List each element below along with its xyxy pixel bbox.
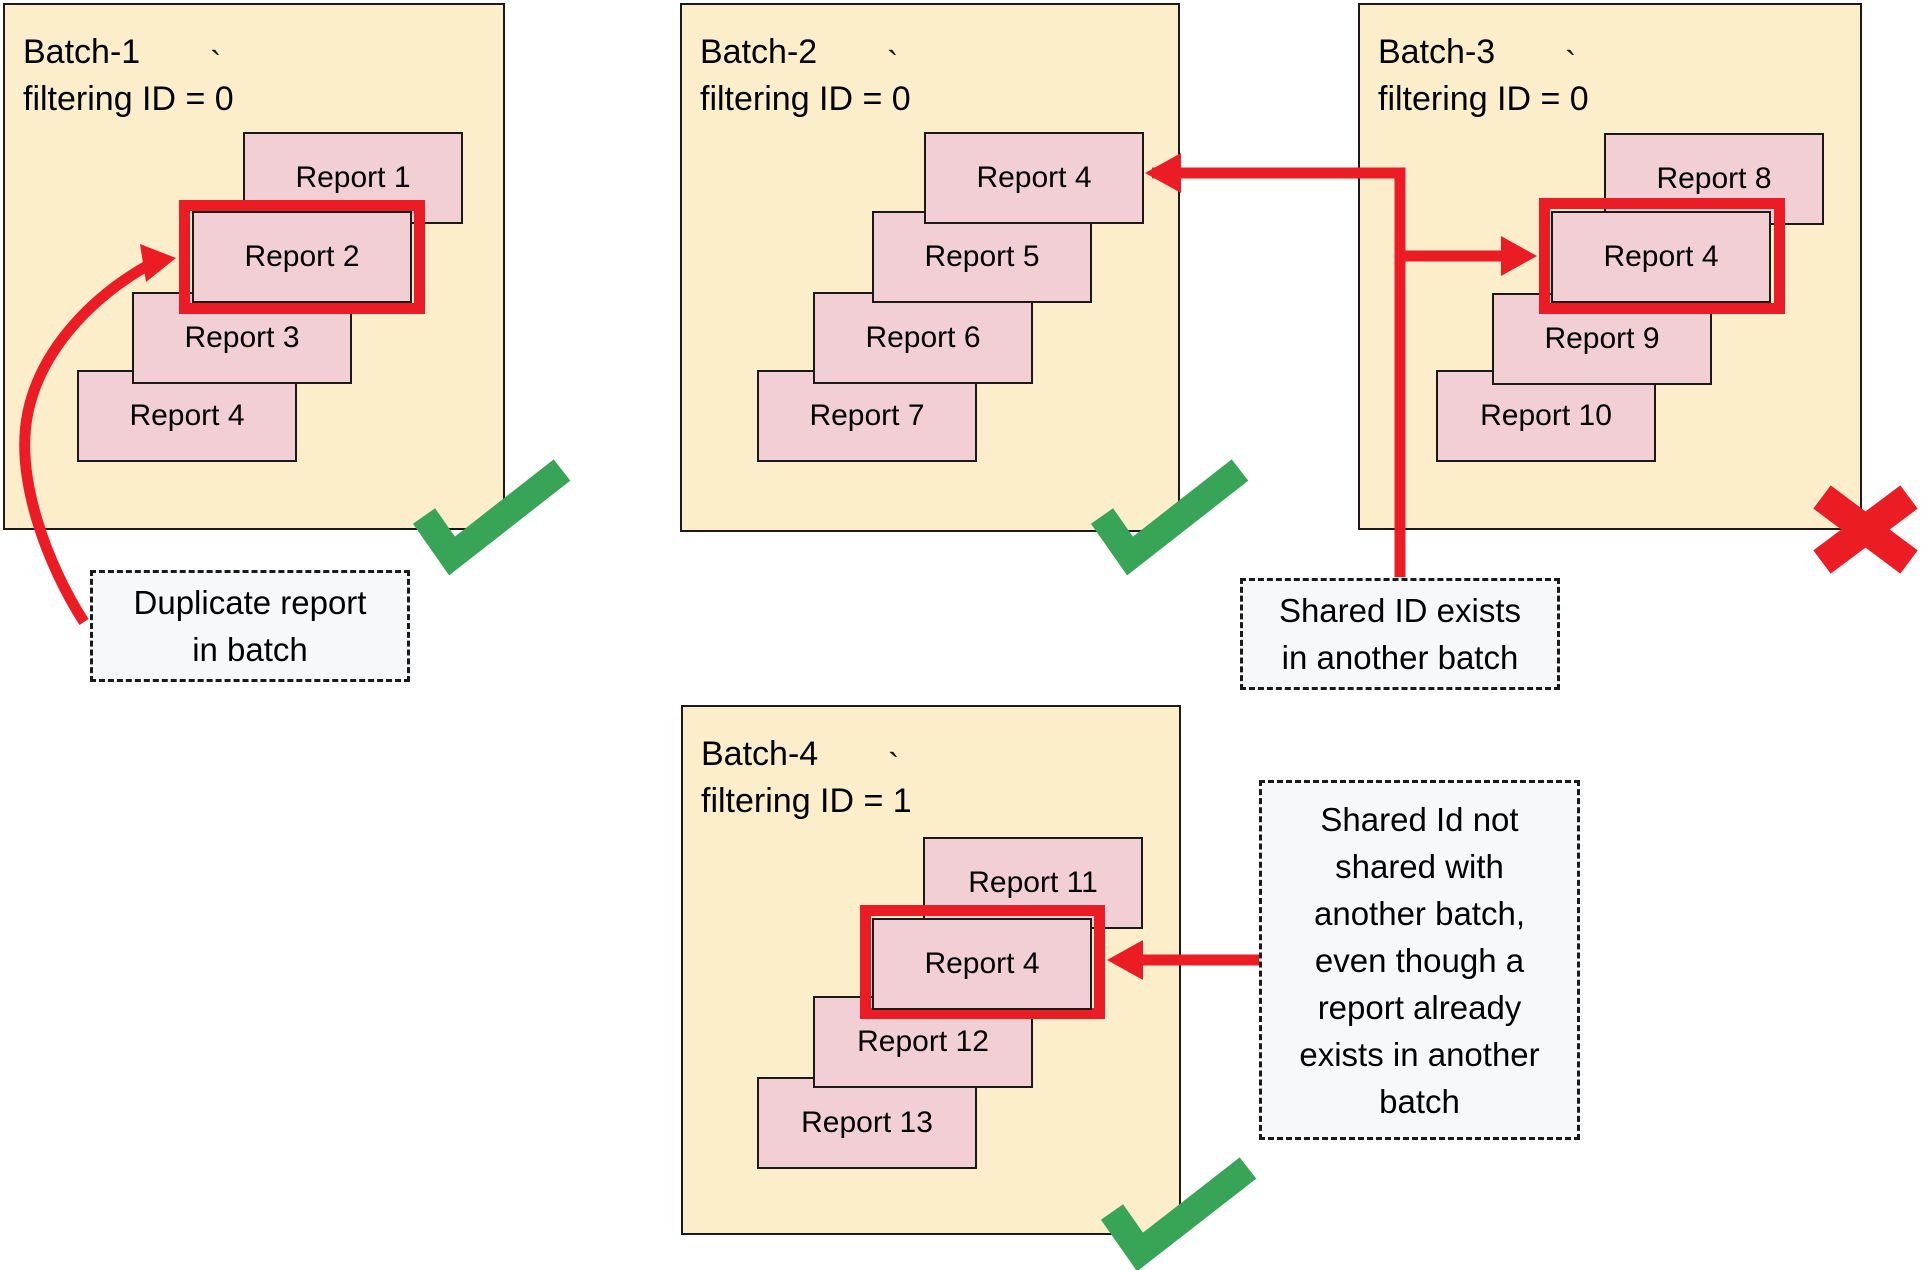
accent-tick: `: [210, 45, 222, 83]
batch-name: Batch-4: [701, 735, 819, 773]
duplicate-highlight-box: [179, 200, 425, 314]
report-card: Report 9: [1492, 293, 1712, 385]
annotation-shared-id-exists: Shared ID exists in another batch: [1240, 578, 1560, 690]
report-card: Report 7: [757, 370, 977, 462]
batch-subtitle: filtering ID = 0: [23, 80, 234, 118]
report-card: Report 13: [757, 1077, 977, 1169]
batch-2-title: Batch-2 filtering ID = 0: [700, 29, 911, 123]
report-card-highlighted: Report 4: [872, 918, 1092, 1010]
annotation-duplicate-report: Duplicate report in batch: [90, 570, 410, 682]
batch-4-title: Batch-4 filtering ID = 1: [701, 731, 912, 825]
batch-4-box: Batch-4 filtering ID = 1 ` Report 11 Rep…: [681, 705, 1181, 1235]
accent-tick: `: [888, 747, 900, 785]
batch-subtitle: filtering ID = 0: [1378, 80, 1589, 118]
batch-name: Batch-3: [1378, 33, 1496, 71]
annotation-shared-id-not-shared: Shared Id not shared with another batch,…: [1259, 780, 1580, 1140]
accent-tick: `: [887, 45, 899, 83]
report-card-highlighted: Report 4: [1551, 211, 1771, 303]
batch-3-title: Batch-3 filtering ID = 0: [1378, 29, 1589, 123]
batch-1-box: Batch-1 filtering ID = 0 ` Report 1 Repo…: [3, 3, 505, 530]
batch-1-title: Batch-1 filtering ID = 0: [23, 29, 234, 123]
shared-id-highlight-box: [1539, 198, 1785, 314]
report-card: Report 10: [1436, 370, 1656, 462]
batch-subtitle: filtering ID = 1: [701, 782, 912, 820]
batch-name: Batch-2: [700, 33, 818, 71]
batch-subtitle: filtering ID = 0: [700, 80, 911, 118]
report-card: Report 8: [1604, 133, 1824, 225]
batch-2-box: Batch-2 filtering ID = 0 ` Report 4 Repo…: [680, 3, 1180, 532]
report-card: Report 5: [872, 211, 1092, 303]
accent-tick: `: [1565, 45, 1577, 83]
report-card-highlighted: Report 2: [192, 211, 412, 303]
batch-name: Batch-1: [23, 33, 141, 71]
not-shared-highlight-box: [860, 905, 1105, 1019]
report-card: Report 6: [813, 292, 1033, 384]
report-card: Report 4: [924, 132, 1144, 224]
batch-3-box: Batch-3 filtering ID = 0 ` Report 8 Repo…: [1358, 3, 1862, 530]
